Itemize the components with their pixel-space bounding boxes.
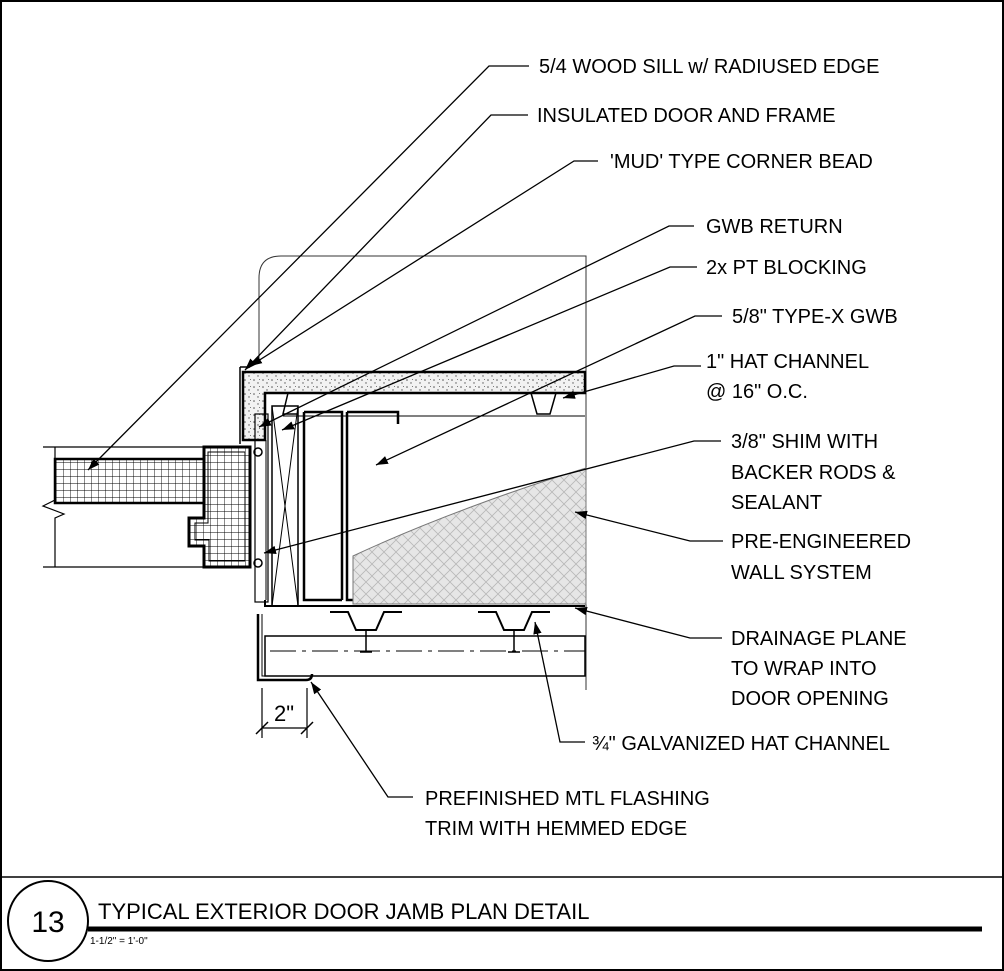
door-frame xyxy=(187,445,252,569)
detail-number-bubble xyxy=(7,880,89,962)
gwb-board xyxy=(241,370,587,442)
detail-number: 13 xyxy=(31,906,64,939)
metal-flashing xyxy=(256,614,314,682)
label-drainage-line1: DRAINAGE PLANE xyxy=(731,628,907,650)
label-type-x-gwb: 5/8" TYPE-X GWB xyxy=(732,306,898,328)
jamb-section xyxy=(41,255,587,738)
label-shim-line2: BACKER RODS & xyxy=(731,462,896,484)
wall-system-insulation xyxy=(352,467,587,605)
label-hat-channel-line2: @ 16" O.C. xyxy=(706,381,808,403)
label-wall-system-line2: WALL SYSTEM xyxy=(731,562,872,584)
label-drainage-line3: DOOR OPENING xyxy=(731,688,889,710)
exterior-cladding xyxy=(264,635,586,677)
label-flashing-line1: PREFINISHED MTL FLASHING xyxy=(425,788,710,810)
label-drainage-line2: TO WRAP INTO xyxy=(731,658,877,680)
title-block: 13 TYPICAL EXTERIOR DOOR JAMB PLAN DETAI… xyxy=(7,880,982,962)
label-corner-bead: 'MUD' TYPE CORNER BEAD xyxy=(610,151,873,173)
label-wood-sill: 5/4 WOOD SILL w/ RADIUSED EDGE xyxy=(539,56,879,78)
label-hat-channel-line1: 1" HAT CHANNEL xyxy=(706,351,869,373)
dimension-label: 2" xyxy=(274,701,294,726)
label-gwb-return: GWB RETURN xyxy=(706,216,843,238)
label-flashing-line2: TRIM WITH HEMMED EDGE xyxy=(425,818,687,840)
label-shim-line3: SEALANT xyxy=(731,492,822,514)
label-wall-system-line1: PRE-ENGINEERED xyxy=(731,531,911,553)
callouts: 5/4 WOOD SILL w/ RADIUSED EDGE INSULATED… xyxy=(274,56,911,840)
label-insulated-door: INSULATED DOOR AND FRAME xyxy=(537,105,836,127)
leader-lines xyxy=(87,65,723,798)
label-galvanized-hat: ¾" GALVANIZED HAT CHANNEL xyxy=(592,733,890,755)
label-pt-blocking: 2x PT BLOCKING xyxy=(706,257,867,279)
detail-title: TYPICAL EXTERIOR DOOR JAMB PLAN DETAIL xyxy=(98,899,589,924)
detail-scale: 1-1/2" = 1'-0" xyxy=(90,936,148,947)
label-shim-line1: 3/8" SHIM WITH xyxy=(731,431,878,453)
insulated-door xyxy=(53,457,206,505)
